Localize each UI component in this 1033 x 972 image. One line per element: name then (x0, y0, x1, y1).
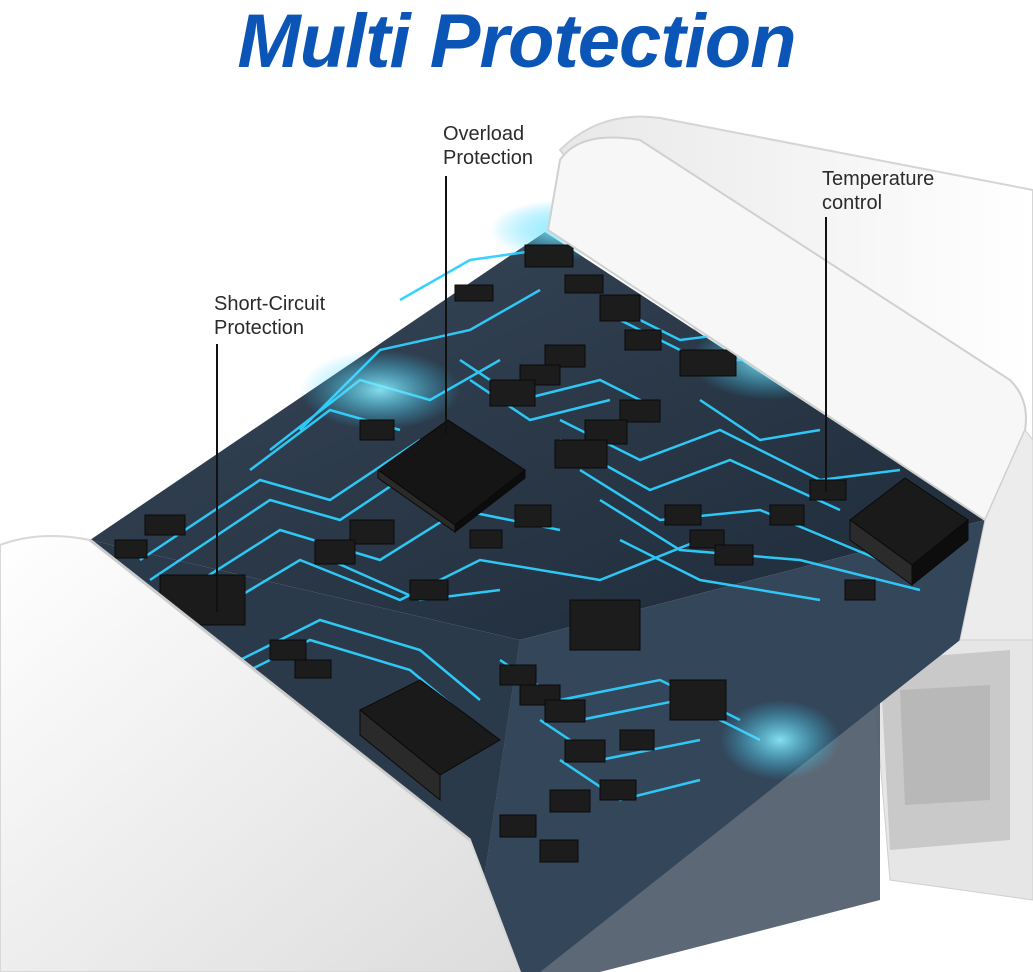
callout-overload-line1: Overload (443, 123, 525, 145)
callout-short-circuit-line1: Short-Circuit (214, 293, 326, 315)
housing-rim (546, 136, 1033, 641)
callout-overload: Overload Protection (443, 122, 533, 170)
leader-short-circuit (216, 344, 218, 612)
page-title: Multi Protection (237, 0, 796, 84)
callout-temperature-line2: control (822, 192, 883, 214)
leader-temperature (825, 217, 827, 492)
callout-short-circuit-line2: Protection (214, 317, 305, 339)
callout-temperature: Temperature control (822, 167, 934, 215)
callout-short-circuit: Short-Circuit Protection (214, 292, 325, 340)
housing-front (0, 535, 522, 972)
components (114, 244, 969, 863)
callout-overload-line2: Protection (443, 147, 534, 169)
leader-overload (445, 176, 447, 434)
callout-temperature-line1: Temperature (822, 168, 935, 190)
